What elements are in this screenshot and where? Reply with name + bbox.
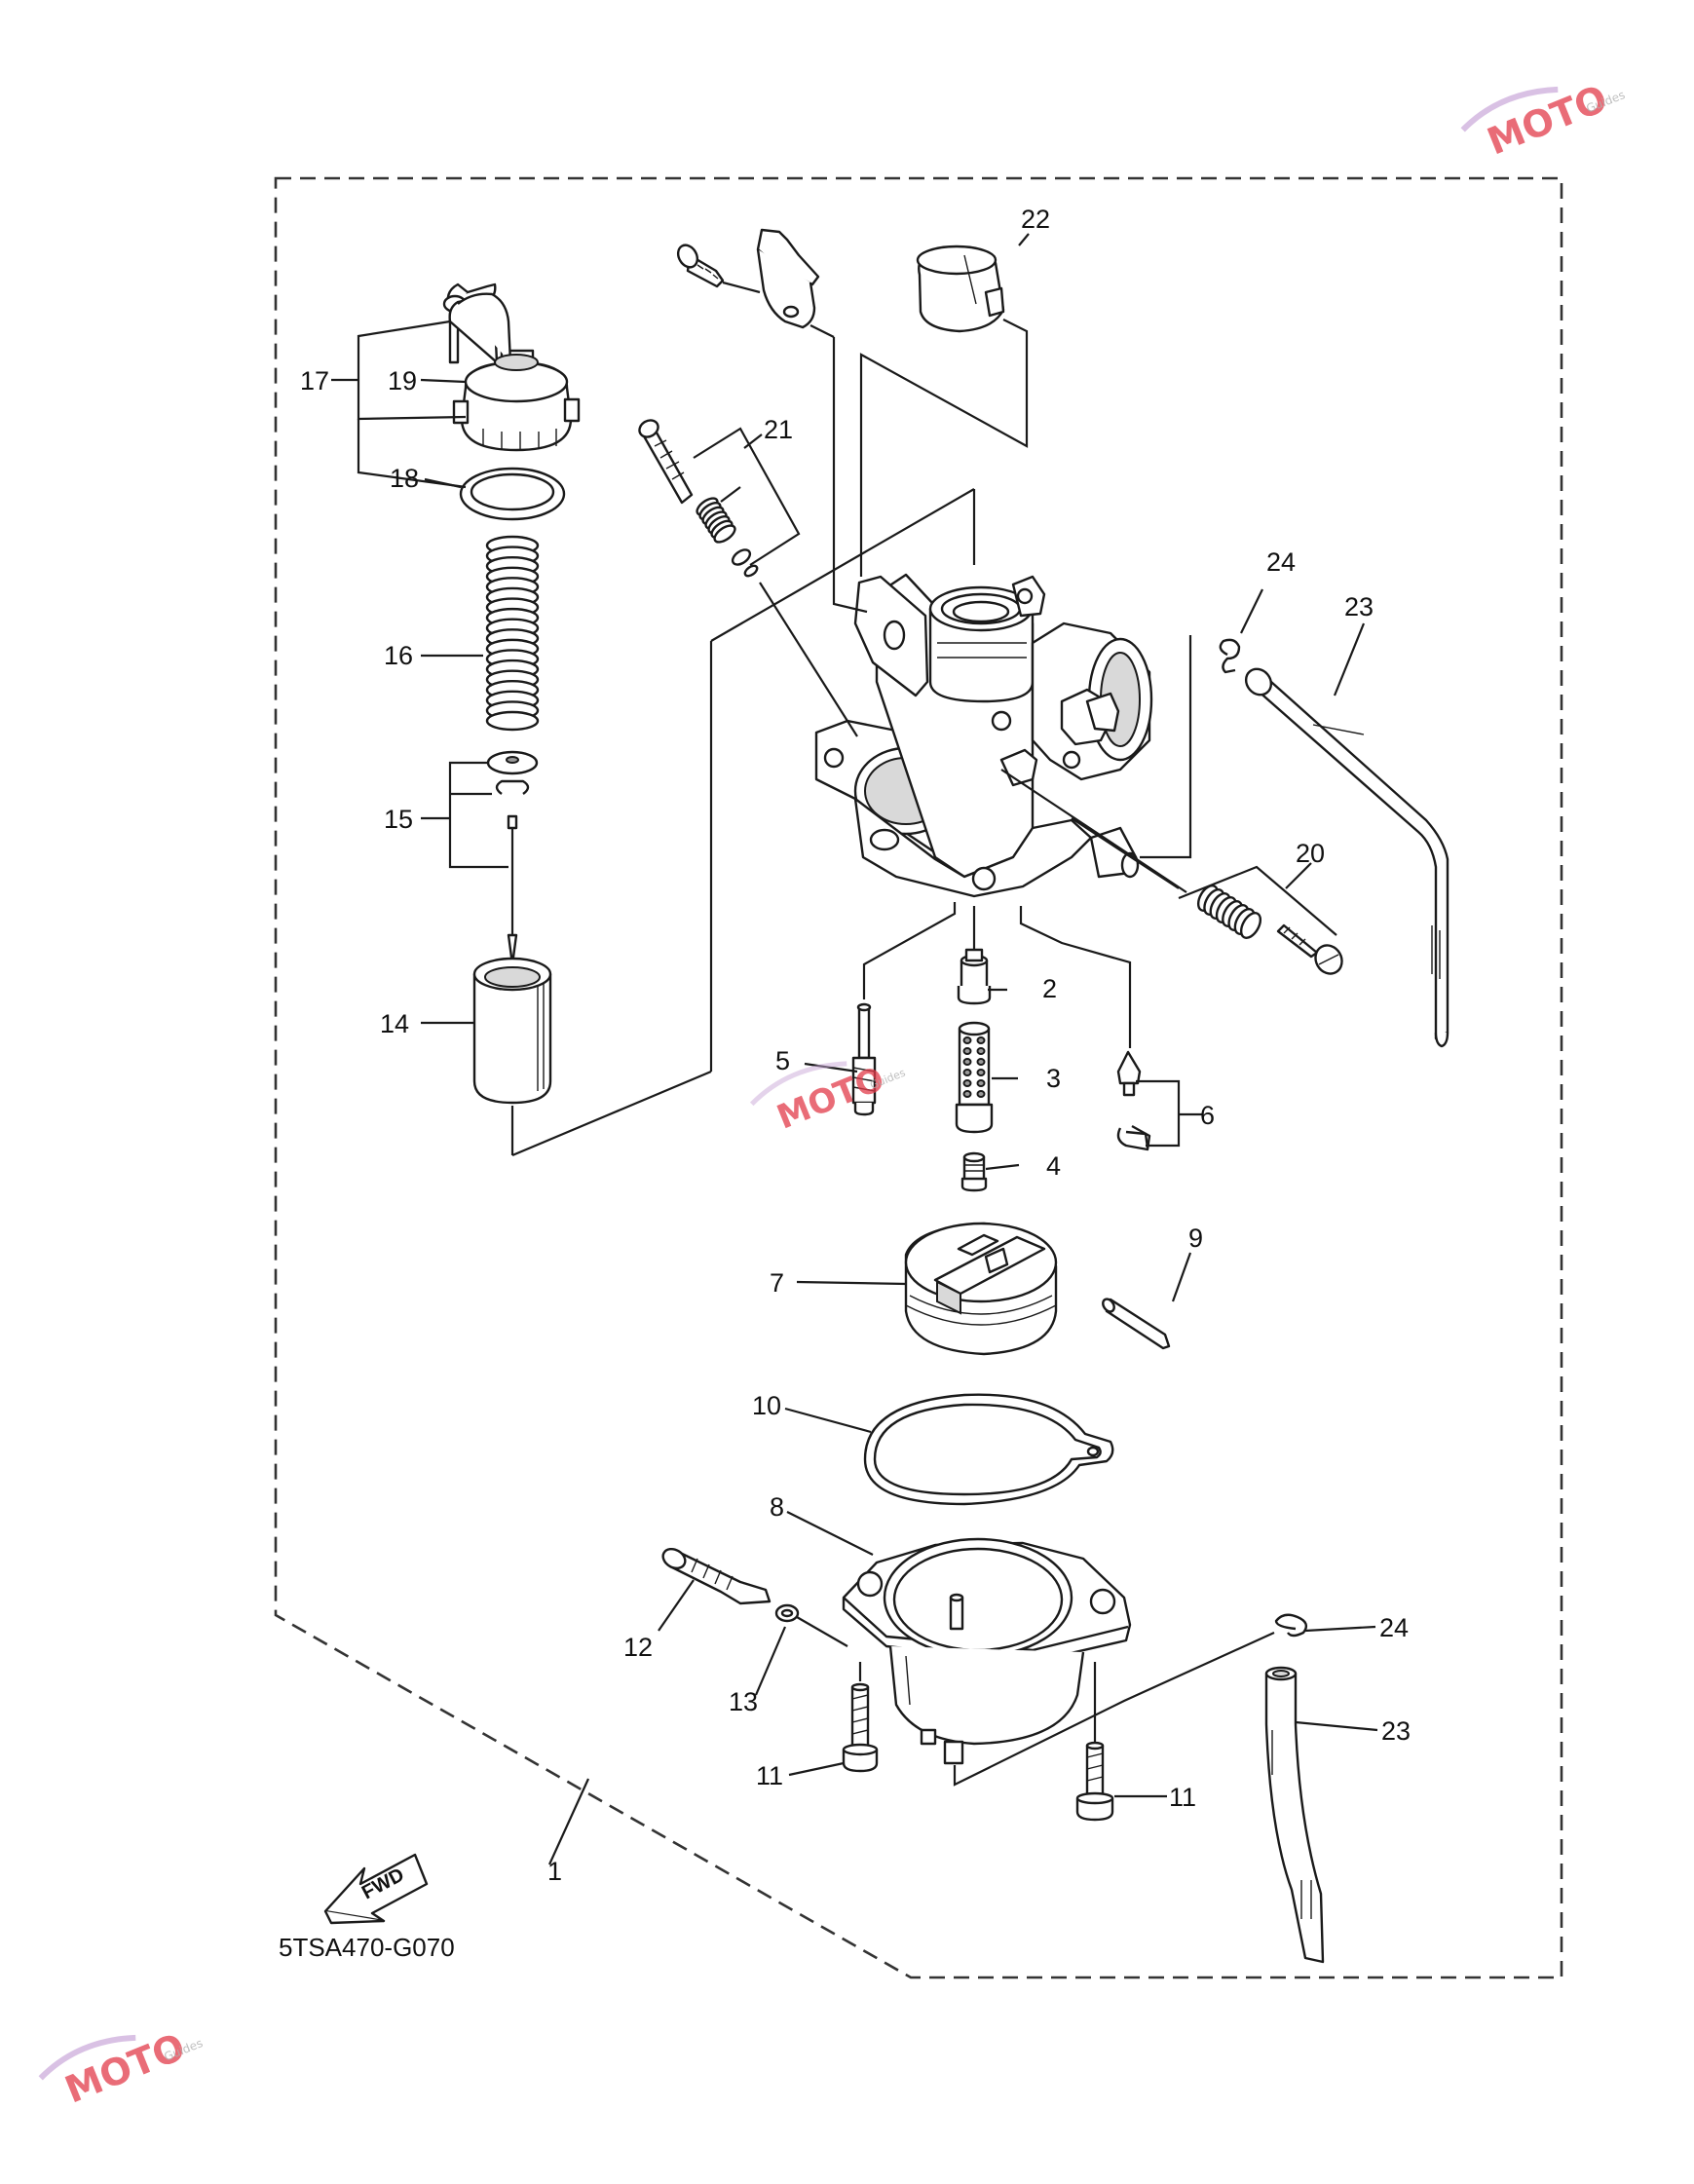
bracket-screw bbox=[676, 244, 725, 288]
main-jet bbox=[960, 1151, 988, 1192]
callout-c15: 15 bbox=[384, 805, 413, 834]
vent-hose-top bbox=[1244, 667, 1449, 1048]
carburetor-body bbox=[814, 573, 1153, 898]
callout-c12: 12 bbox=[623, 1633, 653, 1662]
emulsion-hole bbox=[962, 1047, 972, 1055]
needle-jet bbox=[957, 948, 992, 1005]
float-pin bbox=[1102, 1298, 1171, 1350]
figure-code: 5TSA470-G070 bbox=[279, 1933, 455, 1962]
drain-hose bbox=[1264, 1666, 1325, 1964]
throttle-spring bbox=[485, 535, 540, 732]
callout-c8: 8 bbox=[770, 1492, 784, 1522]
callout-c24b: 24 bbox=[1379, 1613, 1409, 1642]
callout-c24a: 24 bbox=[1266, 547, 1296, 577]
callout-c5: 5 bbox=[775, 1046, 790, 1075]
bowl-screw-right bbox=[1075, 1741, 1114, 1822]
emulsion-hole bbox=[962, 1079, 972, 1087]
callout-c17: 17 bbox=[300, 366, 329, 395]
float bbox=[904, 1222, 1058, 1356]
watermark-logo-top: MOTO Guides bbox=[1460, 77, 1627, 164]
watermark-logo-center: MOTO Guides bbox=[749, 1060, 908, 1138]
needle-valve-set bbox=[1116, 1050, 1151, 1151]
callout-c23a: 23 bbox=[1344, 592, 1374, 621]
emulsion-hole bbox=[962, 1036, 972, 1044]
callout-c13: 13 bbox=[729, 1687, 758, 1716]
emulsion-hole bbox=[976, 1058, 986, 1066]
leader-lines bbox=[331, 233, 1378, 1865]
throttle-stop-screw bbox=[1196, 885, 1343, 975]
jet-holder bbox=[955, 1021, 994, 1134]
float-bowl-gasket bbox=[863, 1393, 1114, 1506]
emulsion-hole bbox=[962, 1069, 972, 1076]
callout-c21: 21 bbox=[764, 415, 793, 444]
emulsion-hole bbox=[976, 1069, 986, 1076]
callout-c4: 4 bbox=[1046, 1151, 1061, 1181]
callout-c18: 18 bbox=[390, 464, 419, 493]
callout-c10: 10 bbox=[752, 1391, 781, 1420]
callout-c23b: 23 bbox=[1381, 1716, 1411, 1746]
cable-bracket bbox=[756, 228, 820, 329]
watermark-logo-bottom: MOTO Guides bbox=[38, 2025, 205, 2112]
throttle-valve bbox=[472, 957, 552, 1105]
callout-c7: 7 bbox=[770, 1268, 784, 1298]
callout-c11a: 11 bbox=[756, 1761, 783, 1790]
jet-needle-set bbox=[486, 750, 539, 966]
callout-c22: 22 bbox=[1021, 205, 1050, 234]
carb-top-cap bbox=[442, 282, 581, 452]
callout-c19: 19 bbox=[388, 366, 417, 395]
bowl-screw-left bbox=[842, 1682, 879, 1773]
callout-c3: 3 bbox=[1046, 1064, 1061, 1093]
emulsion-hole bbox=[962, 1090, 972, 1098]
callout-c6: 6 bbox=[1200, 1101, 1215, 1130]
assembly-boundary bbox=[274, 176, 1563, 1979]
callout-c14: 14 bbox=[380, 1009, 409, 1038]
float-bowl bbox=[842, 1537, 1132, 1765]
emulsion-hole bbox=[976, 1090, 986, 1098]
callout-labels: 1234567891011111213141516171819202122232… bbox=[300, 205, 1411, 1886]
air-screw bbox=[661, 1547, 772, 1605]
intake-boot bbox=[916, 245, 1005, 333]
emulsion-hole bbox=[976, 1036, 986, 1044]
callout-c9: 9 bbox=[1188, 1224, 1203, 1253]
callout-c16: 16 bbox=[384, 641, 413, 670]
spring-coil bbox=[485, 710, 540, 732]
fwd-arrow-icon: FWD bbox=[323, 1853, 429, 1925]
pilot-jet bbox=[851, 1002, 877, 1116]
callout-c20: 20 bbox=[1296, 839, 1325, 868]
emulsion-hole bbox=[976, 1079, 986, 1087]
callout-c11b: 11 bbox=[1169, 1783, 1196, 1812]
spring-coil bbox=[1239, 912, 1262, 939]
hose-clip-top bbox=[1219, 638, 1241, 674]
hose-clip-bottom bbox=[1274, 1613, 1308, 1638]
callout-c1: 1 bbox=[547, 1857, 562, 1886]
air-screw-o-ring bbox=[774, 1603, 800, 1623]
pilot-screw-set bbox=[638, 419, 759, 578]
callout-c2: 2 bbox=[1042, 974, 1057, 1003]
spring-coil bbox=[713, 524, 736, 544]
emulsion-hole bbox=[962, 1058, 972, 1066]
cap-gasket bbox=[459, 467, 566, 521]
emulsion-hole bbox=[976, 1047, 986, 1055]
